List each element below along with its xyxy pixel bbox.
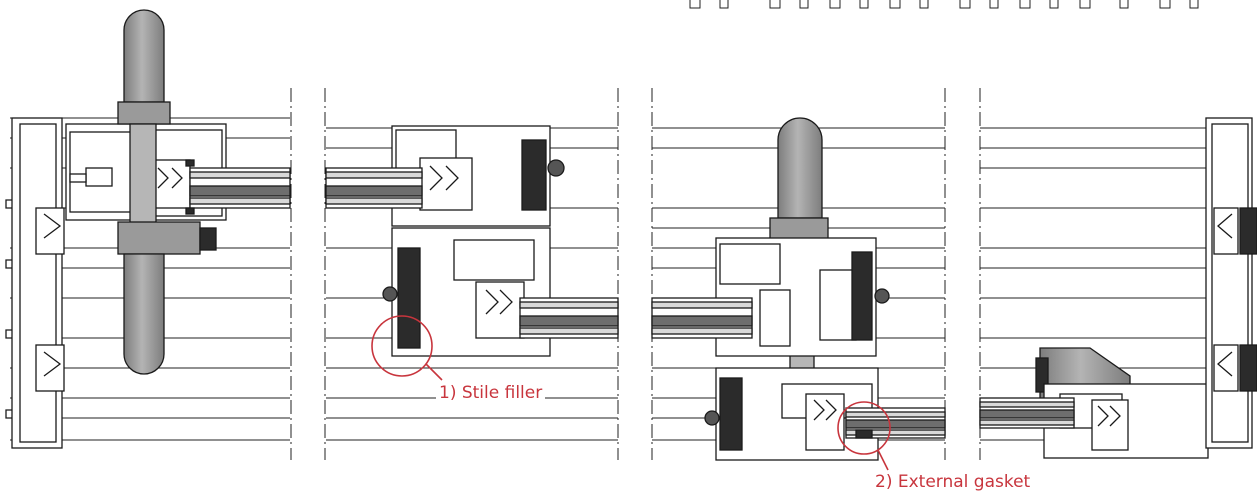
panel-4-sash xyxy=(979,117,1257,459)
callout-1-leader xyxy=(425,363,443,381)
callout-1-circle xyxy=(371,315,433,377)
stile-filler-block xyxy=(397,247,421,349)
top-profile-fragment xyxy=(689,0,1199,9)
panel-2-lower-glazing xyxy=(519,297,619,339)
panel-1-glazing xyxy=(189,167,291,209)
left-jamb-profile xyxy=(5,117,65,449)
panel-1-gaskets xyxy=(185,159,195,215)
lock-keep-icon xyxy=(521,139,547,211)
panel-4-glazing xyxy=(979,397,1075,429)
lock-keep-icon xyxy=(851,251,873,341)
panel-1-sash xyxy=(65,9,291,375)
panel-2-upper-glazing xyxy=(325,167,423,209)
handle-icon xyxy=(117,9,217,375)
panel-2-meeting-stile xyxy=(325,125,619,357)
callout-markers xyxy=(371,315,891,471)
callout-2-label: 2) External gasket xyxy=(872,472,1034,492)
gasket-icon xyxy=(855,429,873,439)
panel-3-lower-glazing xyxy=(845,407,946,439)
break-lines xyxy=(290,88,981,460)
callout-2-leader xyxy=(877,449,889,471)
callout-2-circle xyxy=(837,401,891,455)
panel-3-sash xyxy=(651,117,946,461)
panel-3-upper-glazing xyxy=(651,297,753,339)
callout-1-label: 1) Stile filler xyxy=(436,383,546,403)
